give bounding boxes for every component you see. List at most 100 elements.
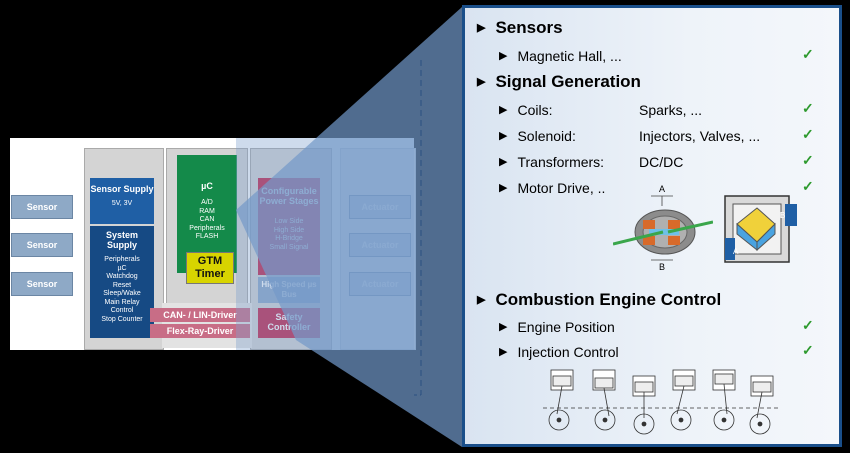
list-item: ▶ Coils: Sparks, ...: [499, 102, 702, 118]
check-icon: ✓: [802, 152, 814, 168]
piston-stage: [670, 369, 696, 431]
label-a: A: [733, 247, 739, 256]
piston-stage: [632, 375, 656, 435]
feature-line: Peripherals: [104, 256, 140, 263]
feature-line: µC: [117, 264, 127, 272]
actuator-box: Actuator: [349, 272, 411, 296]
label-b: B: [780, 211, 785, 220]
block-diagram: Sensor Sensor Sensor Actuator Actuator A…: [10, 138, 416, 350]
feature-line: CAN: [199, 216, 215, 223]
valve-illustration: A B: [724, 195, 797, 263]
piston-stage: [749, 375, 774, 435]
section-title-text: Sensors: [495, 18, 563, 37]
safety-label: Safety Controller: [267, 312, 311, 332]
feature-line: RAM: [199, 207, 215, 215]
label-a: A: [659, 184, 665, 194]
feature-line: Stop Counter: [101, 315, 143, 323]
label-b: B: [659, 262, 665, 272]
list-item: ▶ Injection Control: [499, 344, 619, 360]
item-label: Coils:: [517, 102, 553, 118]
arrow-icon: ▶: [499, 104, 508, 116]
list-item: ▶ Solenoid: Injectors, Valves, ...: [499, 128, 760, 144]
engine-cycle-illustration: [543, 369, 779, 435]
feature-line: Control: [110, 307, 134, 314]
gtm-line1: GTM: [197, 255, 223, 267]
arrow-icon: ▶: [499, 156, 508, 168]
system-supply-features: Peripherals µC Watchdog Reset Sleep/Wake…: [90, 256, 154, 324]
feature-line: FLASH: [195, 233, 219, 240]
piston-stage: [712, 369, 736, 431]
item-label: Transformers:: [517, 154, 605, 170]
arrow-icon: ▶: [499, 321, 508, 333]
item-label: Magnetic Hall, ...: [517, 48, 622, 64]
uc-title: µC: [201, 181, 213, 191]
gtm-timer-block: GTM Timer: [186, 252, 234, 284]
flexray-driver-block: Flex-Ray-Driver: [150, 324, 250, 338]
system-supply-title: System Supply: [105, 230, 139, 250]
check-icon: ✓: [802, 342, 814, 358]
actuator-box: Actuator: [349, 233, 411, 257]
flexray-label: Flex-Ray-Driver: [166, 326, 234, 336]
feature-line: Watchdog: [106, 273, 138, 280]
piston-stage: [548, 369, 574, 431]
check-icon: ✓: [802, 100, 814, 116]
list-item: ▶ Motor Drive, ..: [499, 180, 605, 196]
feature-line: Low Side: [274, 218, 304, 225]
can-lin-driver-block: CAN- / LIN-Driver: [150, 308, 250, 322]
feature-line: Small Signal: [269, 243, 309, 251]
feature-line: Peripherals: [189, 224, 225, 232]
section-sensors-title: ▶ Sensors: [477, 18, 563, 38]
sensor-box: Sensor: [11, 272, 73, 296]
system-supply-block: System Supply Peripherals µC Watchdog Re…: [90, 226, 154, 338]
check-icon: ✓: [802, 46, 814, 62]
item-label: Solenoid:: [517, 128, 576, 144]
feature-line: Reset: [112, 281, 132, 289]
high-speed-bus-label: High Speed µs Bus: [261, 280, 317, 299]
section-title-text: Combustion Engine Control: [495, 290, 722, 309]
arrow-icon: ▶: [499, 346, 508, 358]
list-item: ▶ Magnetic Hall, ...: [499, 48, 622, 64]
item-value: Sparks, ...: [639, 102, 703, 118]
arrow-icon: ▶: [477, 22, 486, 34]
item-value: DC/DC: [639, 154, 684, 170]
piston-stage: [592, 369, 616, 431]
gtm-line2: Timer: [195, 268, 225, 280]
item-label: Motor Drive, ..: [517, 180, 606, 196]
item-value: Injectors, Valves, ...: [639, 128, 761, 144]
feature-line: A/D: [201, 199, 213, 206]
arrow-icon: ▶: [477, 76, 486, 88]
power-stages-title: Configurable Power Stages: [259, 186, 319, 206]
feature-line: H-Bridge: [275, 235, 303, 242]
sensor-supply-voltage: 5V, 3V: [111, 200, 133, 207]
solenoid-illustration: A B: [613, 184, 713, 272]
check-icon: ✓: [802, 178, 814, 194]
sensor-supply-title: Sensor Supply: [90, 184, 154, 194]
arrow-icon: ▶: [499, 130, 508, 142]
can-lin-label: CAN- / LIN-Driver: [163, 310, 237, 320]
sensor-box: Sensor: [11, 195, 73, 219]
item-label: Engine Position: [517, 319, 615, 335]
check-icon: ✓: [802, 126, 814, 142]
high-speed-bus-block: High Speed µs Bus: [258, 277, 320, 303]
feature-line: Sleep/Wake: [103, 290, 141, 297]
actuator-box: Actuator: [349, 195, 411, 219]
detail-panel: ▶ Sensors ▶ Magnetic Hall, ... ✓ ▶ Signal G…: [462, 5, 842, 447]
section-combustion-title: ▶ Combustion Engine Control: [477, 290, 721, 310]
power-stages-features: Low Side High Side H-Bridge Small Signal: [258, 218, 320, 252]
list-item: ▶ Engine Position: [499, 319, 615, 335]
safety-controller-block: Safety Controller: [258, 308, 320, 338]
feature-line: High Side: [273, 226, 305, 234]
arrow-icon: ▶: [499, 50, 508, 62]
list-item: ▶ Transformers: DC/DC: [499, 154, 683, 170]
item-label: Injection Control: [517, 344, 619, 360]
check-icon: ✓: [802, 317, 814, 333]
arrow-icon: ▶: [477, 294, 486, 306]
sensor-supply-block: Sensor Supply 5V, 3V: [90, 178, 154, 224]
section-title-text: Signal Generation: [495, 72, 641, 91]
section-signal-generation-title: ▶ Signal Generation: [477, 72, 641, 92]
power-stages-block: Configurable Power Stages Low Side High …: [258, 178, 320, 275]
uc-features: A/D RAM CAN Peripherals FLASH: [177, 199, 237, 242]
arrow-icon: ▶: [499, 182, 508, 194]
feature-line: Main Relay: [104, 298, 140, 306]
sensor-box: Sensor: [11, 233, 73, 257]
